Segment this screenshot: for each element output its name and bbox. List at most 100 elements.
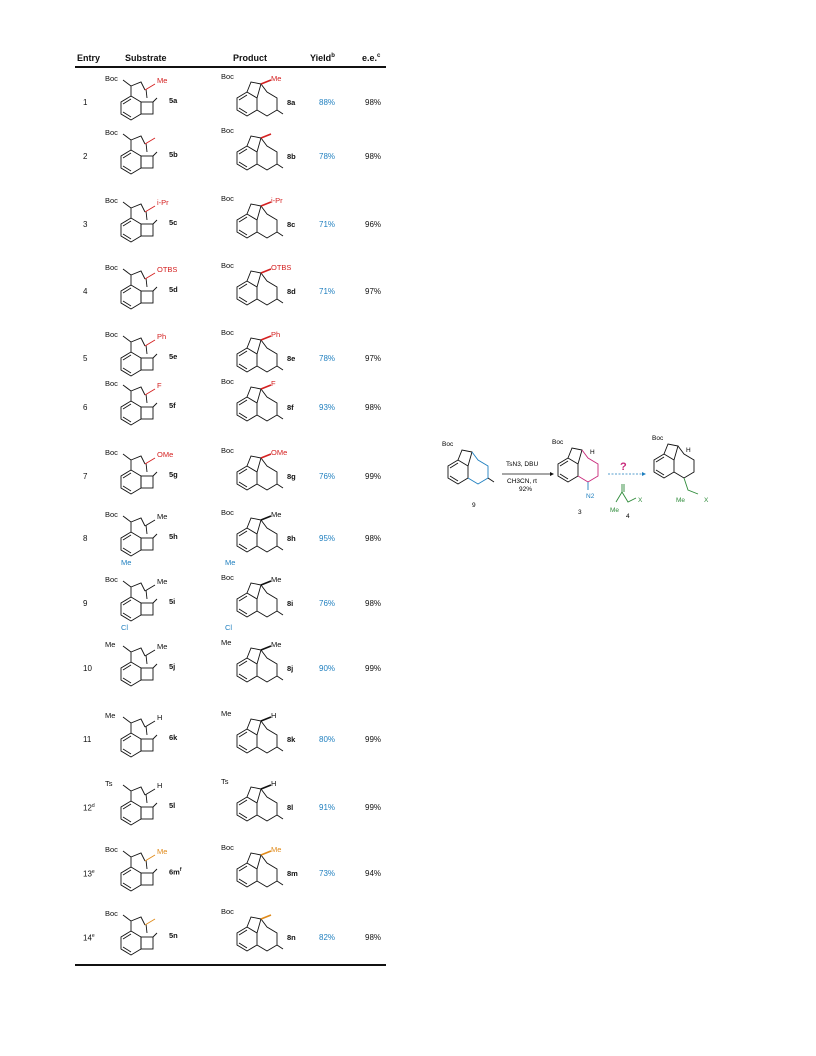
product-n-group: Boc	[221, 377, 234, 386]
substrate-id: 6k	[169, 733, 178, 742]
entry-number: 9	[83, 599, 87, 608]
substrate-id: 5b	[169, 150, 178, 159]
substrate-r-group: OTBS	[157, 265, 178, 274]
reagent-yield: 92%	[519, 486, 532, 493]
entry-value: 8	[83, 534, 88, 543]
product-n-group: Boc	[221, 194, 234, 203]
yield-value: 71%	[319, 287, 336, 296]
substrate-structure	[120, 716, 158, 758]
product-label: 8a	[287, 98, 296, 107]
substrate-structure	[120, 850, 158, 892]
substrate-id: 5i	[169, 597, 176, 606]
substrate-label: 5b	[169, 150, 178, 159]
entry-number: 11	[83, 735, 91, 744]
substrate-structure	[120, 268, 158, 310]
yield-value: 73%	[319, 869, 336, 878]
product-label: 8b	[287, 152, 296, 161]
substrate-id: 5n	[169, 931, 178, 940]
product-n-group: Boc	[221, 72, 234, 81]
substrate-n-group: Me	[105, 640, 116, 649]
ee-value: 98%	[365, 933, 382, 942]
compound-4-me: Me	[610, 507, 619, 514]
substrate-label: 5j	[169, 662, 175, 671]
substrate-structure	[120, 335, 158, 377]
compound-3	[557, 447, 599, 490]
product-ring-substituent: Me	[225, 558, 236, 567]
substrate-structure	[120, 79, 158, 121]
compound-3-h: H	[590, 449, 595, 456]
product-n-group: Boc	[221, 328, 234, 337]
product-label: 8n	[287, 933, 296, 942]
product-n-group: Me	[221, 638, 232, 647]
product-label: 8m	[287, 869, 298, 878]
entry-number: 2	[83, 152, 87, 161]
substrate-label: 6mf	[169, 867, 182, 877]
entry-footnote: e	[91, 933, 95, 939]
entry-footnote: d	[91, 803, 95, 809]
product-structure	[236, 645, 284, 683]
product-n-group: Boc	[221, 261, 234, 270]
substrate-n-group: Boc	[105, 909, 118, 918]
substrate-ring-substituent: Cl	[121, 623, 129, 632]
product-n-group: Me	[221, 709, 232, 718]
product-n-group: Boc	[221, 126, 234, 135]
substrate-n-group: Boc	[105, 448, 118, 457]
substrate-label: 5c	[169, 218, 177, 227]
product-structure	[236, 79, 284, 117]
substrate-id: 5h	[169, 532, 178, 541]
entry-value: 4	[83, 287, 88, 296]
ee-value: 99%	[365, 472, 382, 481]
entry-value: 11	[83, 735, 92, 744]
product-r-group: i-Pr	[271, 196, 283, 205]
target-n-group: Boc	[652, 435, 664, 442]
substrate-structure	[120, 453, 158, 495]
entry-number: 13e	[83, 869, 95, 879]
entry-value: 1	[83, 98, 88, 107]
product-structure	[236, 716, 284, 754]
substrate-id: 5j	[169, 662, 176, 671]
substrate-footnote: f	[179, 867, 182, 873]
substrate-id: 5l	[169, 801, 176, 810]
substrate-structure	[120, 645, 158, 687]
ee-value: 98%	[365, 599, 382, 608]
header-entry: Entry	[77, 53, 101, 63]
substrate-r-group: Me	[157, 577, 168, 586]
product-r-group: H	[271, 711, 277, 720]
ee-value: 98%	[365, 403, 382, 412]
ee-value: 98%	[365, 534, 382, 543]
substrate-n-group: Boc	[105, 845, 118, 854]
substrate-ring-substituent: Me	[121, 558, 132, 567]
yield-value: 93%	[319, 403, 336, 412]
yield-value: 76%	[319, 472, 336, 481]
entry-value: 6	[83, 403, 88, 412]
substrate-n-group: Boc	[105, 128, 118, 137]
substrate-r-group: OMe	[157, 450, 174, 459]
product-structure	[236, 515, 284, 553]
product-label: 8c	[287, 220, 296, 229]
entry-value: 9	[83, 599, 88, 608]
table-top-rule	[75, 66, 386, 68]
compound-9-label: 9	[472, 502, 476, 509]
entry-value: 7	[83, 472, 88, 481]
entry-value: 13	[83, 869, 92, 879]
product-n-group: Boc	[221, 508, 234, 517]
yield-value: 71%	[319, 220, 336, 229]
product-structure	[236, 784, 284, 822]
entry-number: 7	[83, 472, 87, 481]
substrate-n-group: Boc	[105, 263, 118, 272]
substrate-structure	[120, 914, 158, 956]
product-n-group: Boc	[221, 446, 234, 455]
substrate-n-group: Boc	[105, 74, 118, 83]
yield-value: 82%	[319, 933, 336, 942]
substrate-r-group: Me	[157, 512, 168, 521]
product-r-group: OTBS	[271, 263, 292, 272]
product-structure	[236, 914, 284, 952]
substrate-r-group: Ph	[157, 332, 167, 341]
